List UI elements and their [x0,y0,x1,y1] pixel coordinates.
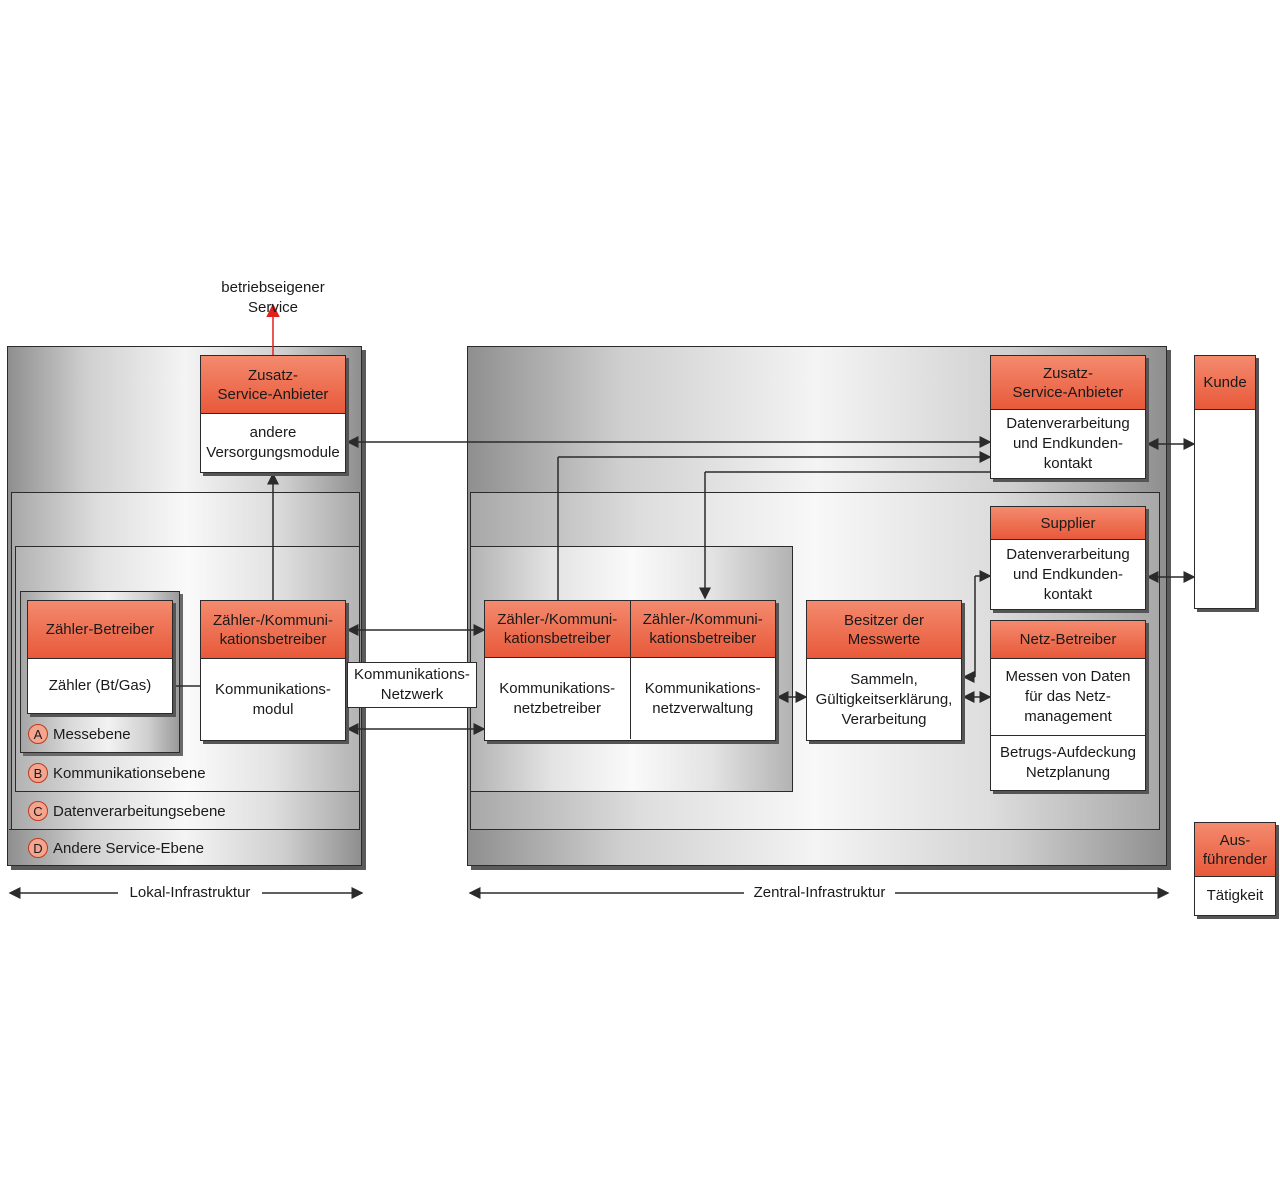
level-d: D Andere Service-Ebene [28,838,204,858]
role-head: Besitzer der Messwerte [807,601,961,659]
komm-verw-head: Zähler-/Kommuni- kationsbetreiber [629,601,775,658]
besitzer-box: Besitzer der Messwerte Sammeln, Gültigke… [806,600,962,741]
role-head: Zähler-/Kommuni- kationsbetreiber [201,601,345,659]
legend-box: Aus- führender Tätigkeit [1194,822,1276,916]
local-komm-betreiber-box: Zähler-/Kommuni- kationsbetreiber Kommun… [200,600,346,741]
level-a-label: Messebene [53,725,131,743]
role-body: Sammeln, Gültigkeitserklärung, Verarbeit… [807,659,961,740]
kunde-box: Kunde [1194,355,1256,609]
level-b: B Kommunikationsebene [28,763,206,783]
level-a: A Messebene [28,724,131,744]
role-head: Supplier [991,507,1145,540]
netz-betreiber-box: Netz-Betreiber Messen von Daten für das … [990,620,1146,791]
level-a-badge: A [28,724,48,744]
role-head: Zähler-Betreiber [28,601,172,659]
role-body: Datenverarbeitung und Endkunden- kontakt [991,540,1145,609]
central-zusatz-box: Zusatz- Service-Anbieter Datenverarbeitu… [990,355,1146,479]
role-head: Netz-Betreiber [991,621,1145,659]
level-d-badge: D [28,838,48,858]
role-body: Datenverarbeitung und Endkunden- kontakt [991,410,1145,478]
top-service-label: betriebseigener Service [221,279,325,316]
role-body-2: Betrugs-Aufdeckung Netzplanung [991,736,1145,790]
legend-body: Tätigkeit [1195,877,1275,915]
level-c: C Datenverarbeitungsebene [28,801,226,821]
level-b-label: Kommunikationsebene [53,764,206,782]
komm-netz-head: Zähler-/Kommuni- kationsbetreiber [485,601,630,658]
role-head: Zusatz- Service-Anbieter [991,356,1145,410]
level-c-label: Datenverarbeitungsebene [53,802,226,820]
axis-central-label: Zentral-Infrastruktur [753,884,886,901]
local-zusatz-box: Zusatz- Service-Anbieter andere Versorgu… [200,355,346,473]
axis-local-label: Lokal-Infrastruktur [129,884,251,901]
level-divider-c [9,829,360,830]
supplier-box: Supplier Datenverarbeitung und Endkunden… [990,506,1146,610]
role-body-1: Messen von Daten für das Netz- managemen… [991,659,1145,736]
central-komm-box: Zähler-/Kommuni- kationsbetreiber Zähler… [484,600,776,741]
zaehler-betreiber-box: Zähler-Betreiber Zähler (Bt/Gas) [27,600,173,714]
role-body [1195,410,1255,608]
komm-netz-body: Kommunikations- netzbetreiber [485,658,630,739]
role-body: andere Versorgungsmodule [201,414,345,472]
level-b-badge: B [28,763,48,783]
komm-verw-body: Kommunikations- netzverwaltung [629,658,775,739]
role-body: Zähler (Bt/Gas) [28,659,172,713]
level-d-label: Andere Service-Ebene [53,839,204,857]
network-label: Kommunikations- Netzwerk [347,662,477,708]
legend-head: Aus- führender [1195,823,1275,877]
role-body: Kommunikations- modul [201,659,345,740]
role-head: Kunde [1195,356,1255,410]
level-c-badge: C [28,801,48,821]
role-head: Zusatz- Service-Anbieter [201,356,345,414]
